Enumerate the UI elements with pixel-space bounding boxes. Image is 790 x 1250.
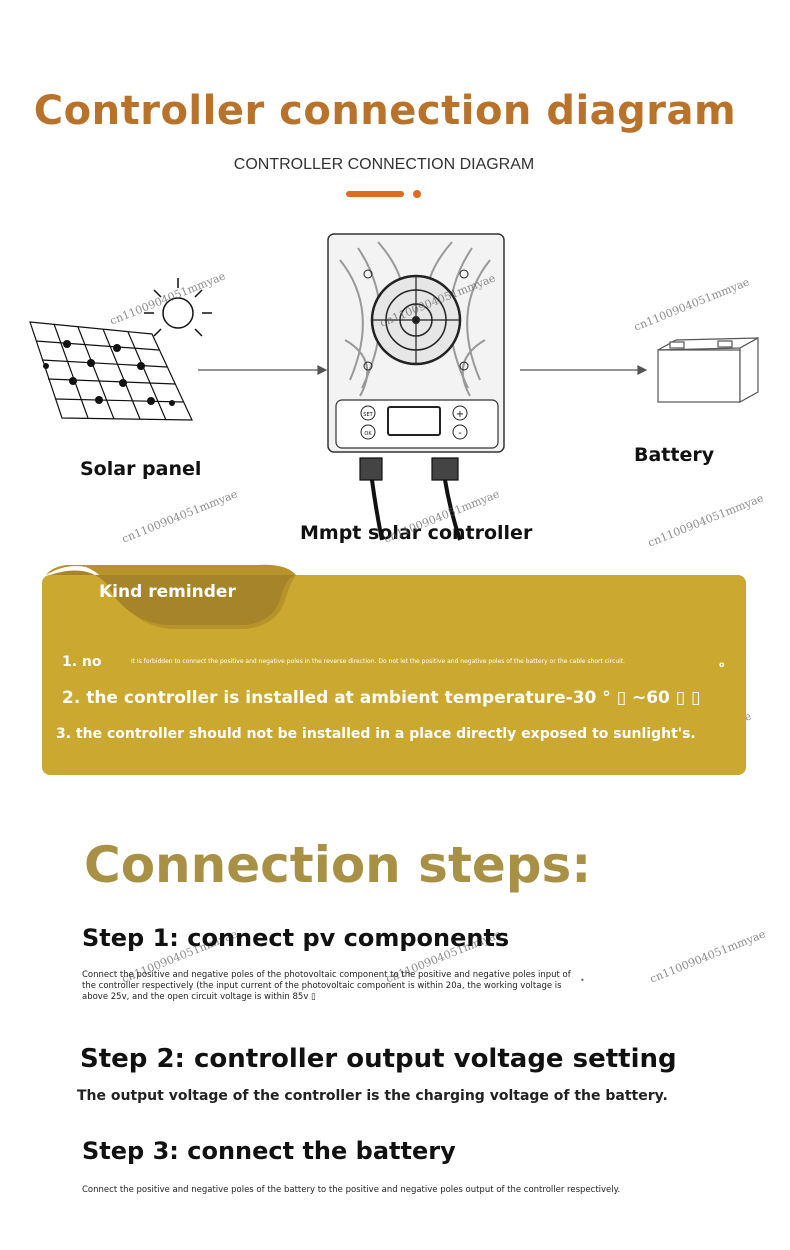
page-subtitle: CONTROLLER CONNECTION DIAGRAM <box>233 156 535 173</box>
stray-mark: • <box>580 976 585 985</box>
step-2-heading: Step 2: controller output voltage settin… <box>80 1044 677 1074</box>
reminder-tab-shape <box>46 564 296 629</box>
battery-label: Battery <box>634 444 715 466</box>
step-1-heading: Step 1: connect pv components <box>82 924 510 952</box>
arrow-solar-to-controller <box>198 365 328 375</box>
minus-button-label: - <box>458 428 462 439</box>
reminder-item-2: 2. the controller is installed at ambien… <box>62 688 701 708</box>
step-3-text: Connect the positive and negative poles … <box>82 1185 621 1195</box>
steps-title: Connection steps: <box>84 836 592 894</box>
reminder-item-1-mark: o <box>719 660 725 669</box>
solar-cell-nodes <box>43 340 175 406</box>
step-1-text: Connect the positive and negative poles … <box>82 970 571 1002</box>
reminder-title: Kind reminder <box>99 582 236 602</box>
battery-icon <box>657 336 759 404</box>
step-3-heading: Step 3: connect the battery <box>82 1137 456 1165</box>
diagram-illustration: SET OK + - <box>29 233 759 541</box>
controller-label: Mmpt solar controller <box>300 522 533 544</box>
set-button-label: SET <box>363 412 373 418</box>
solar-panel-icon <box>29 321 193 421</box>
sun-icon <box>144 278 212 337</box>
reminder-item-1-number: 1. no <box>62 654 102 670</box>
accent-dot <box>413 190 421 198</box>
solar-panel-label: Solar panel <box>80 458 202 480</box>
accent-bar <box>346 191 404 197</box>
reminder-item-1-text: It is forbidden to connect the positive … <box>131 658 626 665</box>
ok-button-label: OK <box>364 431 372 437</box>
arrow-controller-to-battery <box>520 365 648 375</box>
plus-button-label: + <box>456 409 464 420</box>
watermark: cn1100904051mmyae <box>648 927 768 986</box>
page-title: Controller connection diagram <box>33 88 737 134</box>
connection-diagram: SET OK + - Solar panel Battery Mmpt sola… <box>0 220 790 560</box>
controller-icon <box>327 233 505 541</box>
reminder-item-3: 3. the controller should not be installe… <box>56 726 696 742</box>
step-2-text: The output voltage of the controller is … <box>77 1088 668 1104</box>
